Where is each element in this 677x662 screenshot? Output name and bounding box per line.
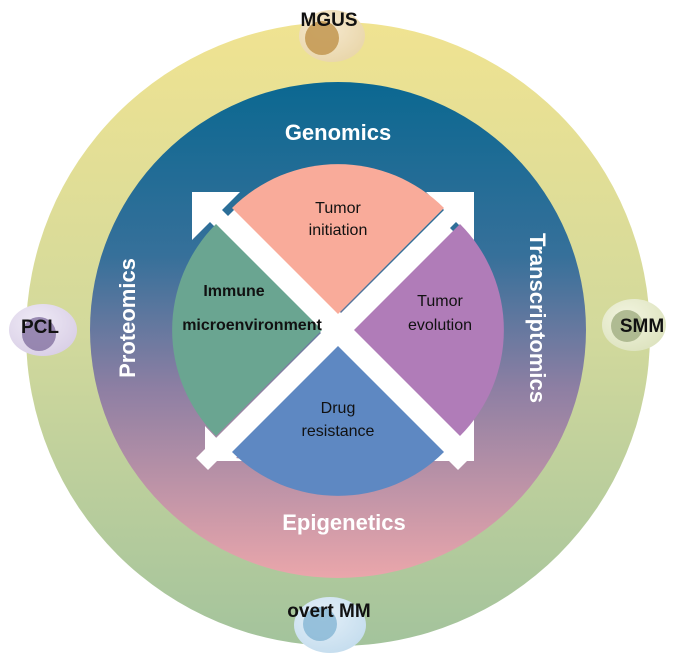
sector-bottom-line1: Drug <box>321 400 356 417</box>
stage-overt-mm-label: overt MM <box>287 601 370 622</box>
stage-node-pcl: PCL <box>9 304 77 356</box>
sector-right-line2: evolution <box>408 317 472 334</box>
omics-transcriptomics: Transcriptomics <box>525 233 550 403</box>
omics-epigenetics: Epigenetics <box>282 510 405 535</box>
stage-mgus-label: MGUS <box>301 10 358 31</box>
cross-arrows <box>192 192 474 470</box>
sector-immune-microenvironment <box>172 224 322 436</box>
sector-tumor-evolution <box>354 224 504 436</box>
stage-node-overt-mm: overt MM <box>287 597 371 653</box>
stage-node-mgus: MGUS <box>299 10 365 62</box>
sector-bottom-line2: resistance <box>302 423 375 440</box>
omics-genomics: Genomics <box>285 120 391 145</box>
stage-smm-label: SMM <box>620 316 664 337</box>
sector-drug-resistance <box>232 346 444 496</box>
stage-pcl-label: PCL <box>21 317 59 338</box>
sector-top-line1: Tumor <box>315 200 361 217</box>
sector-right-line1: Tumor <box>417 293 463 310</box>
sector-tumor-initiation <box>232 164 444 314</box>
sector-top-line2: initiation <box>309 222 368 239</box>
stage-node-smm: SMM <box>602 299 666 351</box>
sector-left-line2: microenvironment <box>182 317 322 334</box>
omics-proteomics: Proteomics <box>115 258 140 378</box>
sector-left-line1: Immune <box>203 283 264 300</box>
